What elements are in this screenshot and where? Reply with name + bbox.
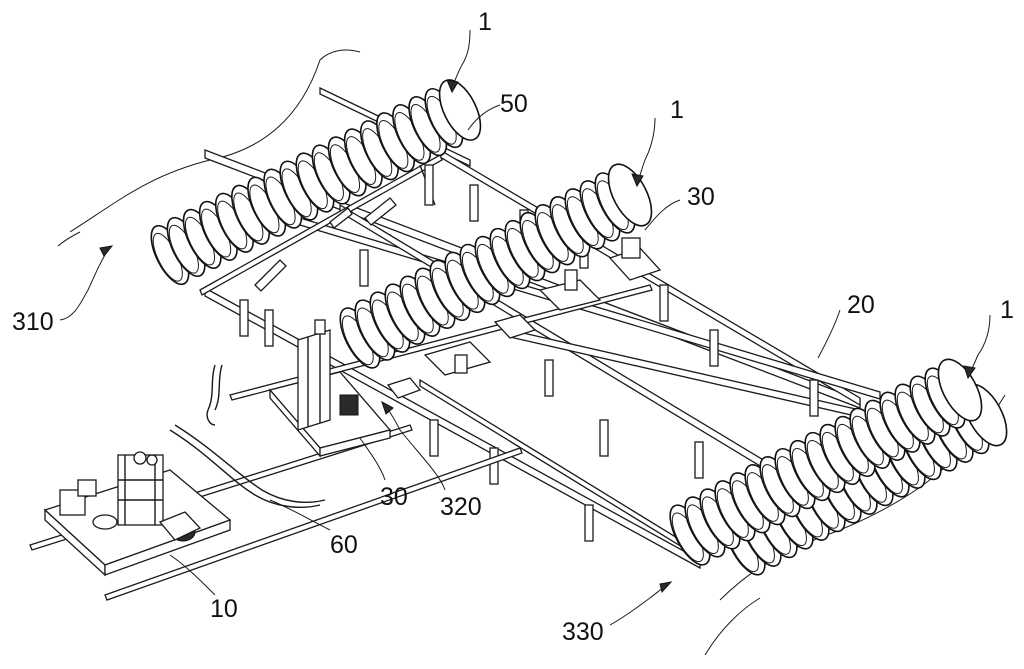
tube-right (669, 358, 983, 566)
support-leg (239, 299, 249, 337)
support-leg (544, 359, 554, 397)
support-leg (359, 249, 369, 287)
hose-60 (169, 364, 326, 508)
support-leg (264, 309, 274, 347)
carriage-30-right (386, 237, 662, 399)
corrugated-tubes (150, 79, 1008, 576)
bracket-50 (199, 154, 443, 296)
support-leg (489, 447, 499, 485)
tube-end-cap (937, 358, 983, 422)
label-base-unit: 10 (210, 595, 238, 623)
label-carriage-right: 30 (687, 183, 715, 211)
tube-top (150, 79, 482, 286)
tube-end-cap (438, 79, 482, 141)
label-hose: 60 (330, 531, 358, 559)
support-leg (809, 379, 819, 417)
base-unit-10 (43, 451, 232, 577)
label-tube-right: 1 (1000, 296, 1014, 324)
leader-lines (59, 29, 991, 626)
label-seabed-right: 330 (562, 618, 604, 646)
label-arrow-mid: 320 (440, 493, 482, 521)
label-carriage-front: 30 (380, 483, 408, 511)
terrain-outline-left (57, 49, 361, 247)
tube-middle (339, 163, 653, 369)
reference-labels: 1 1 1 50 30 20 310 30 320 60 10 330 (12, 8, 1014, 646)
support-leg (584, 504, 594, 542)
label-seabed-left: 310 (12, 308, 54, 336)
label-tube-middle: 1 (670, 96, 684, 124)
support-leg (659, 284, 669, 322)
support-leg (709, 329, 719, 367)
support-leg (694, 441, 704, 479)
support-leg (469, 184, 479, 222)
support-leg (429, 419, 439, 457)
support-leg (599, 419, 609, 457)
label-tube-top: 1 (478, 8, 492, 36)
label-rail: 20 (847, 291, 875, 319)
carriage-30-front (268, 319, 392, 458)
tube-end-cap (607, 163, 653, 227)
label-bracket: 50 (500, 90, 528, 118)
